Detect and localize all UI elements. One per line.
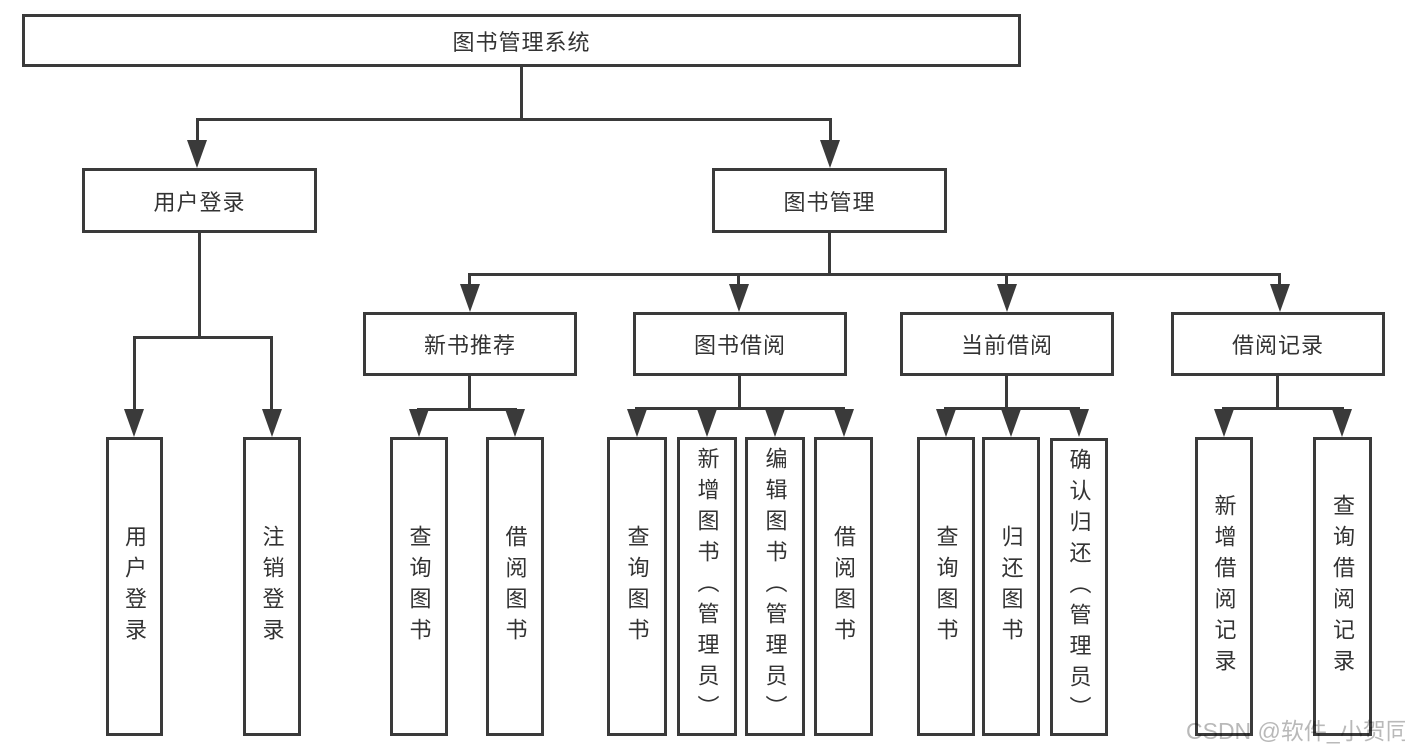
arrow-down-icon: [834, 409, 854, 437]
node-label: 确认归还（管理员）: [1066, 447, 1092, 727]
node-label: 借阅图书: [502, 524, 528, 649]
connector-line: [270, 336, 273, 431]
node-book-borrowing: 图书借阅: [633, 312, 847, 376]
node-label: 图书管理: [783, 189, 876, 215]
connector-line: [944, 407, 1080, 410]
leaf-add-borrow-record: 新增借阅记录: [1195, 437, 1253, 736]
arrow-down-icon: [460, 284, 480, 312]
connector-line: [417, 408, 517, 411]
leaf-logout: 注销登录: [243, 437, 301, 736]
node-current-borrowing: 当前借阅: [900, 312, 1114, 376]
arrow-down-icon: [1214, 409, 1234, 437]
connector-line: [1005, 273, 1008, 293]
connector-line: [198, 233, 201, 336]
connector-line: [133, 336, 136, 431]
arrow-down-icon: [627, 409, 647, 437]
node-label: 查询图书: [406, 524, 432, 649]
connector-line: [468, 273, 1281, 276]
connector-line: [1005, 376, 1008, 407]
node-label: 注销登录: [259, 524, 285, 649]
leaf-query-books-borrowing: 查询图书: [607, 437, 667, 736]
node-borrowing-records: 借阅记录: [1171, 312, 1385, 376]
connector-line: [1222, 407, 1344, 410]
node-library-management-system: 图书管理系统: [22, 14, 1021, 67]
arrow-down-icon: [729, 284, 749, 312]
connector-line: [1278, 273, 1281, 293]
arrow-down-icon: [1270, 284, 1290, 312]
connector-line: [828, 233, 831, 273]
leaf-add-books-admin: 新增图书（管理员）: [677, 437, 737, 736]
arrow-down-icon: [765, 409, 785, 437]
connector-line: [738, 376, 741, 407]
arrow-down-icon: [820, 140, 840, 168]
arrow-down-icon: [505, 409, 525, 437]
arrow-down-icon: [409, 409, 429, 437]
node-user-login-group: 用户登录: [82, 168, 317, 233]
connector-line: [635, 407, 845, 410]
node-label: 新增图书（管理员）: [694, 447, 720, 726]
connector-line: [737, 273, 740, 293]
leaf-borrow-books-recommend: 借阅图书: [486, 437, 544, 736]
arrow-down-icon: [1332, 409, 1352, 437]
arrow-down-icon: [1069, 409, 1089, 437]
leaf-query-books-current: 查询图书: [917, 437, 975, 736]
node-label: 新书推荐: [423, 333, 516, 358]
node-label: 图书管理系统: [452, 29, 591, 55]
node-label: 归还图书: [998, 524, 1024, 649]
node-label: 新增借阅记录: [1211, 493, 1237, 680]
node-label: 借阅图书: [831, 524, 857, 649]
node-label: 当前借阅: [960, 333, 1053, 358]
connector-line: [133, 336, 273, 339]
connector-line: [1276, 376, 1279, 407]
node-label: 用户登录: [122, 524, 148, 649]
node-book-management-group: 图书管理: [712, 168, 947, 233]
node-label: 查询图书: [933, 524, 959, 649]
node-label: 借阅记录: [1231, 333, 1324, 358]
node-label: 查询图书: [624, 524, 650, 649]
leaf-query-borrow-record: 查询借阅记录: [1313, 437, 1372, 736]
arrow-down-icon: [936, 409, 956, 437]
node-new-book-recommendation: 新书推荐: [363, 312, 577, 376]
leaf-confirm-return-admin: 确认归还（管理员）: [1050, 438, 1108, 736]
arrow-down-icon: [697, 409, 717, 437]
arrow-down-icon: [262, 409, 282, 437]
leaf-query-books-recommend: 查询图书: [390, 437, 448, 736]
arrow-down-icon: [997, 284, 1017, 312]
connector-line: [520, 66, 523, 118]
node-label: 编辑图书（管理员）: [762, 447, 788, 726]
leaf-borrow-books: 借阅图书: [814, 437, 873, 736]
arrow-down-icon: [124, 409, 144, 437]
node-label: 图书借阅: [693, 333, 786, 358]
arrow-down-icon: [187, 140, 207, 168]
node-label: 用户登录: [153, 189, 246, 215]
csdn-watermark: CSDN @软件_小贺同学: [1186, 718, 1405, 744]
leaf-edit-books-admin: 编辑图书（管理员）: [745, 437, 805, 736]
connector-line: [468, 273, 471, 293]
connector-line: [468, 376, 471, 408]
leaf-return-books: 归还图书: [982, 437, 1040, 736]
leaf-user-login: 用户登录: [106, 437, 163, 736]
node-label: 查询借阅记录: [1330, 493, 1356, 680]
arrow-down-icon: [1001, 409, 1021, 437]
connector-line: [196, 118, 832, 121]
